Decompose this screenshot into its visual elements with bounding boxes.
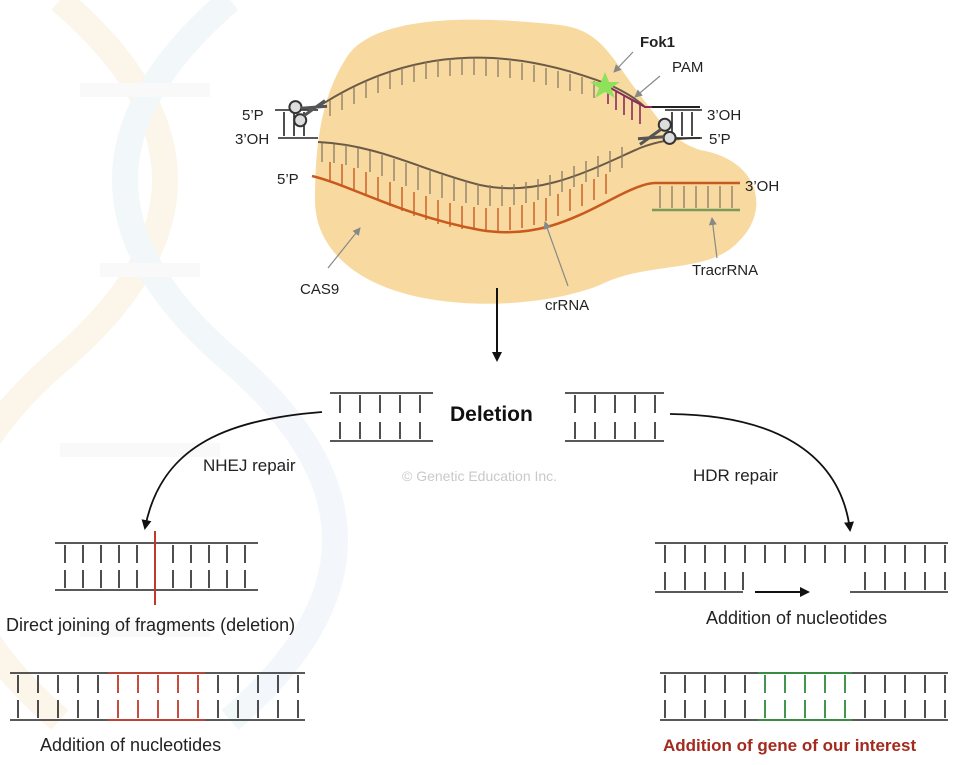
tracrrna-label: TracrRNA [692, 262, 758, 279]
top-dna-strand [317, 56, 700, 108]
left-addition-label: Addition of nucleotides [40, 735, 221, 755]
deletion-title: Deletion [450, 403, 533, 426]
gene-interest-label: Addition of gene of our interest [663, 736, 916, 755]
pam-pointer [634, 75, 661, 98]
nhej-inserted-nucleotides [108, 672, 205, 721]
hdr-template-dna [655, 542, 948, 593]
fok1-pointer [613, 51, 634, 73]
bottom-dna-strand [317, 137, 701, 190]
hdr-label: HDR repair [693, 466, 778, 485]
hdr-gene-dna [660, 672, 948, 721]
hdr-arrow [669, 413, 854, 532]
direct-joining-label: Direct joining of fragments (deletion) [6, 615, 295, 635]
crrna-label: crRNA [545, 297, 589, 314]
top-right-3oh-label: 3’OH [707, 107, 741, 124]
deletion-left-fragment [330, 392, 433, 442]
nhej-arrow [141, 411, 323, 530]
nhej-joined-dna [55, 542, 258, 591]
crrna-5p-label: 5’P [277, 171, 299, 188]
watermark: © Genetic Education Inc. [402, 468, 557, 484]
deletion-right-fragment [565, 392, 664, 442]
right-addition-label: Addition of nucleotides [706, 608, 887, 628]
star-icon [590, 72, 620, 98]
top-left-5p-label: 5’P [242, 107, 264, 124]
hdr-inserted-gene [758, 672, 852, 721]
cas9-label: CAS9 [300, 281, 339, 298]
crrna-ticks [329, 162, 607, 231]
crrna-strand [311, 174, 740, 234]
scissors-icon-right [637, 117, 677, 146]
nhej-label: NHEJ repair [203, 456, 296, 475]
cas9-protein [315, 19, 757, 304]
crrna-pointer [543, 221, 569, 287]
cas9-pointer [327, 227, 361, 269]
tracrrna-ticks [659, 186, 733, 208]
fok1-label: Fok1 [640, 34, 675, 51]
scissors-icon [288, 99, 328, 128]
background-helix [0, 0, 348, 730]
pam-label: PAM [672, 59, 703, 76]
top-left-3oh-label: 3’OH [235, 131, 269, 148]
tracrrna-pointer [708, 217, 718, 259]
top-right-5p-label: 5’P [709, 131, 731, 148]
crrna-3oh-label: 3’OH [745, 178, 779, 195]
bottom-strand-ticks [321, 143, 623, 206]
